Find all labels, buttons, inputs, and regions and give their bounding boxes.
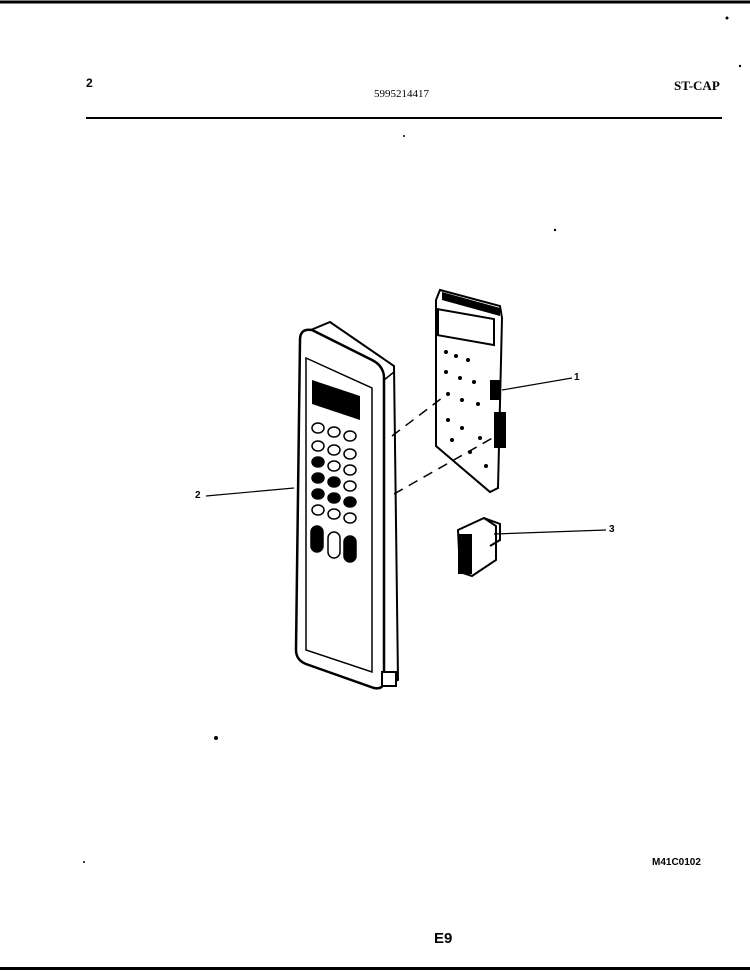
scan-specks — [83, 16, 742, 863]
circuit-board — [435, 288, 506, 494]
section-code: ST-CAP — [674, 78, 720, 93]
callout-1: 1 — [574, 372, 580, 383]
assembly-lines — [391, 397, 497, 495]
leader-lines — [205, 377, 607, 535]
switch-component — [456, 516, 501, 578]
led-display — [437, 308, 495, 347]
leader-1 — [501, 377, 573, 391]
figure-code: M41C0102 — [652, 857, 701, 868]
keypad-buttons — [310, 422, 357, 563]
control-panel-assembly — [294, 320, 400, 690]
page-code: E9 — [434, 930, 453, 947]
page-number: 2 — [86, 76, 93, 90]
part-number: 5995214417 — [374, 88, 429, 100]
panel-inner-border — [305, 356, 373, 674]
callout-2: 2 — [195, 490, 201, 501]
bottom-border — [0, 967, 750, 970]
leader-2 — [205, 487, 295, 497]
callout-3: 3 — [609, 524, 615, 535]
pcb-components — [444, 350, 506, 468]
display-window — [312, 380, 360, 420]
leader-3 — [493, 529, 607, 535]
panel-front — [294, 328, 386, 690]
panel-tab — [381, 671, 397, 687]
header-rule — [86, 117, 722, 119]
